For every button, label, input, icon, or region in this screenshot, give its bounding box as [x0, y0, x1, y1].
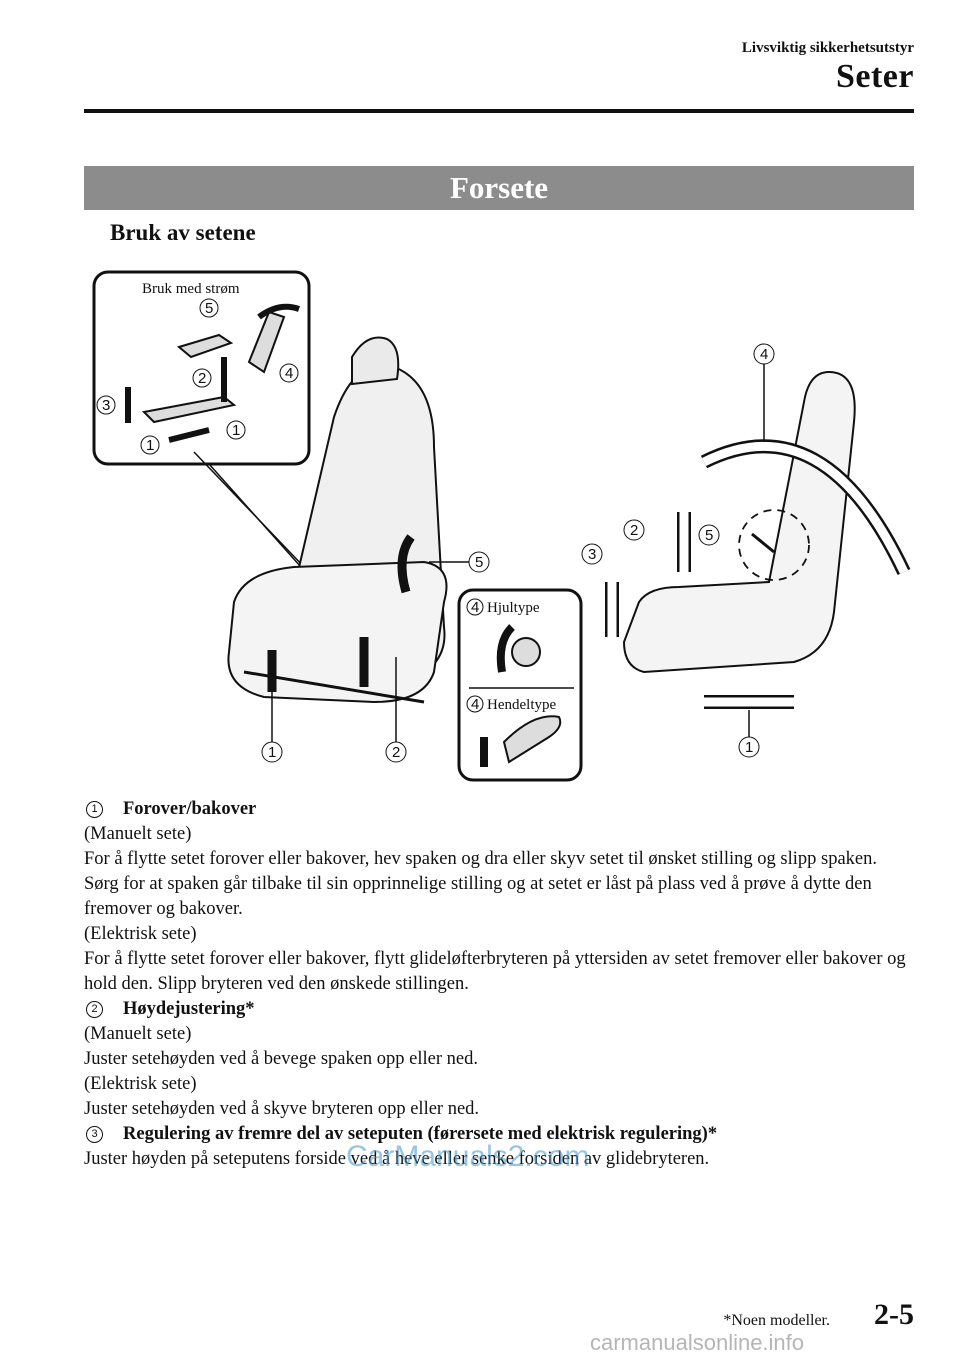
svg-text:2: 2: [630, 522, 638, 539]
svg-text:1: 1: [232, 422, 240, 439]
paragraph: (Manuelt sete): [84, 824, 192, 844]
callout-5-side: 5: [698, 524, 720, 546]
callout-2-side: 2: [623, 519, 645, 541]
arrow-fore-aft: [168, 427, 210, 443]
arrow-recline: [257, 303, 300, 320]
callout-1-side: 1: [738, 736, 760, 758]
headrest: [351, 336, 400, 386]
paragraph: Sørg for at spaken går tilbake til sin o…: [84, 874, 872, 919]
inset-callout-1a: 1: [140, 435, 160, 455]
watermark: CarManuals2.com: [346, 1140, 590, 1173]
item-heading-height: 2 Høydejustering*: [84, 997, 924, 1022]
item-heading-cushion-front: 3 Regulering av fremre del av seteputen …: [84, 1122, 924, 1147]
item-title: Høydejustering*: [123, 999, 255, 1019]
item-number-badge: 1: [86, 801, 103, 818]
paragraph: Juster høyden på seteputens forside ved …: [84, 1149, 710, 1169]
callout-2-front: 2: [385, 741, 407, 763]
paragraph: For å flytte setet forover eller bakover…: [84, 949, 906, 994]
recline-lever: [502, 715, 562, 764]
lumbar-switch: [247, 310, 286, 374]
wheel-type-label: Hjultype: [487, 600, 540, 616]
section-title-banner: Forsete: [84, 166, 914, 210]
svg-text:4: 4: [471, 696, 479, 713]
svg-text:1: 1: [745, 739, 753, 756]
arrow-wheel: [496, 624, 516, 673]
svg-text:4: 4: [471, 599, 479, 616]
callout-3-side: 3: [581, 543, 603, 565]
inset-callout-1b: 1: [226, 420, 246, 440]
svg-text:2: 2: [392, 744, 400, 761]
arrow-recline-lever: [397, 534, 415, 594]
inset-callout-4: 4: [279, 363, 299, 383]
svg-text:5: 5: [205, 300, 213, 317]
slide-switch: [141, 395, 237, 424]
paragraph: (Elektrisk sete): [84, 924, 197, 944]
subheading: Bruk av setene: [110, 220, 256, 245]
svg-text:5: 5: [705, 527, 713, 544]
body-text: 1 Forover/bakover (Manuelt sete) For å f…: [84, 797, 924, 1172]
svg-text:5: 5: [475, 554, 483, 571]
running-header-section: Livsviktig sikkerhetsutstyr: [741, 40, 914, 56]
paragraph: (Elektrisk sete): [84, 1074, 197, 1094]
inset-power-box: [92, 270, 311, 466]
side-seat: [622, 370, 856, 674]
section-title: Forsete: [449, 170, 549, 205]
seat-cushion: [227, 560, 448, 704]
lumbar-area: [738, 509, 810, 581]
callout-4-side: 4: [753, 343, 775, 365]
callout-1-front: 1: [261, 741, 283, 763]
seat-adjustment-figure: Bruk med strøm 5 2 4 3 1 1 1 2 5: [84, 262, 914, 792]
svg-text:3: 3: [588, 546, 596, 563]
header-rule: [84, 109, 914, 113]
page-number: 2-5: [874, 1298, 914, 1331]
paragraph: (Manuelt sete): [84, 1024, 192, 1044]
inset-callout-3: 3: [96, 395, 116, 415]
svg-text:2: 2: [198, 370, 206, 387]
paragraph: Juster setehøyden ved å bevege spaken op…: [84, 1049, 479, 1069]
item-number-badge: 2: [86, 1001, 103, 1018]
paragraph: For å flytte setet forover eller bakover…: [84, 849, 878, 869]
callout-4-lever: 4: [466, 695, 484, 713]
callout-4-wheel: 4: [466, 598, 484, 616]
item-title: Regulering av fremre del av seteputen (f…: [123, 1124, 718, 1144]
recline-switch: [176, 333, 234, 359]
recline-wheel: [511, 637, 541, 667]
svg-text:4: 4: [760, 346, 768, 363]
inset-callout-5: 5: [199, 298, 219, 318]
footnote: *Noen modeller.: [723, 1312, 830, 1329]
callout-5-front: 5: [468, 551, 490, 573]
svg-text:1: 1: [268, 744, 276, 761]
svg-text:1: 1: [146, 437, 154, 454]
item-title: Forover/bakover: [123, 799, 257, 819]
svg-text:3: 3: [102, 397, 110, 414]
item-heading-forward-back: 1 Forover/bakover: [84, 797, 924, 822]
inset-callout-2: 2: [192, 368, 212, 388]
watermark-bottom: carmanualsonline.info: [590, 1330, 805, 1355]
svg-text:4: 4: [285, 365, 293, 382]
running-header-chapter: Seter: [835, 58, 914, 95]
inset-title: Bruk med strøm: [142, 281, 240, 297]
arrow-lumbar: [751, 532, 775, 554]
paragraph: Juster setehøyden ved å skyve bryteren o…: [84, 1099, 480, 1119]
seat-diagram: Bruk med strøm 5 2 4 3 1 1 1 2 5: [92, 270, 911, 782]
item-number-badge: 3: [86, 1126, 103, 1143]
lever-type-label: Hendeltype: [487, 697, 556, 713]
